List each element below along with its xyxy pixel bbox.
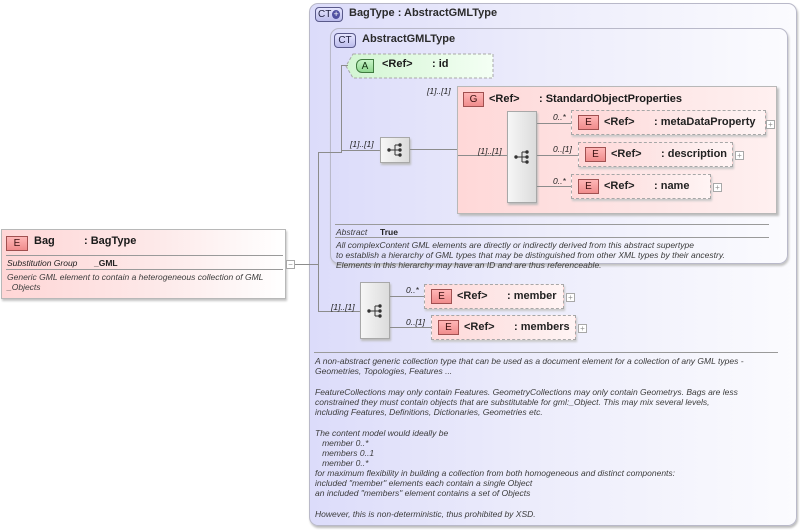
bagtype-doc-line: The content model would ideally be <box>315 428 449 438</box>
element-ref: <Ref> <box>604 116 635 128</box>
bagtype-doc-line: members 0..1 <box>315 448 375 458</box>
divider <box>335 237 769 238</box>
connector <box>537 123 571 124</box>
element-badge: E <box>6 236 28 251</box>
group-name: : StandardObjectProperties <box>539 93 683 105</box>
bagtype-doc-line: including Features, Definitions, Diction… <box>315 407 543 417</box>
sequence-icon <box>387 143 402 157</box>
attribute-shape <box>345 53 494 79</box>
expand-icon[interactable]: + <box>766 120 775 129</box>
connector <box>341 150 381 151</box>
collapse-icon[interactable]: − <box>286 260 295 269</box>
connector <box>458 155 508 156</box>
element-metadataproperty[interactable]: E <Ref> : metaDataProperty <box>571 110 766 135</box>
attribute-id[interactable]: A <Ref> : id <box>345 53 494 79</box>
bagtype-doc-line: for maximum flexibility in building a co… <box>315 468 676 478</box>
bag-doc-line: Generic GML element to contain a heterog… <box>7 272 264 282</box>
bag-sequence-compositor[interactable] <box>360 282 390 339</box>
divider <box>335 224 769 225</box>
name-multiplicity: 0..* <box>553 176 566 186</box>
bagtype-doc-line: Geometries, Topologies, Features ... <box>315 366 453 376</box>
extension-plus-icon: + <box>332 9 340 19</box>
substitution-group-value: _GML <box>94 258 118 268</box>
abstractgmltype-title: AbstractGMLType <box>362 33 456 45</box>
connector <box>390 296 424 297</box>
attribute-ref: <Ref> <box>382 58 413 70</box>
expand-icon[interactable]: + <box>713 183 722 192</box>
inner-sequence-multiplicity: [1]..[1] <box>478 146 502 156</box>
element-ref: <Ref> <box>611 148 642 160</box>
element-ref: <Ref> <box>604 180 635 192</box>
element-ref: <Ref> <box>457 290 488 302</box>
element-badge: E <box>578 115 599 130</box>
connector <box>390 327 431 328</box>
divider <box>6 255 283 256</box>
connector <box>295 264 318 265</box>
sequence-multiplicity: [1]..[1] <box>350 139 374 149</box>
abstractgmltype-doc-line: to establish a hierarchy of GML types th… <box>336 250 725 260</box>
connector <box>410 149 458 150</box>
group-multiplicity: [1]..[1] <box>427 86 451 96</box>
connector <box>318 311 360 312</box>
bagtype-title: BagType : AbstractGMLType <box>349 7 498 19</box>
divider <box>6 269 283 270</box>
substitution-group-label: Substitution Group <box>7 258 78 268</box>
bagtype-doc-line: constrained they must contain objects th… <box>315 397 710 407</box>
bagtype-doc-line: However, this is non-deterministic, thus… <box>315 509 536 519</box>
element-name: : metaDataProperty <box>654 116 756 128</box>
element-name: : member <box>507 290 557 302</box>
connector <box>537 155 578 156</box>
element-member[interactable]: E <Ref> : member <box>424 284 564 309</box>
sequence-compositor[interactable] <box>380 137 410 163</box>
element-name-box[interactable]: E <Ref> : name <box>571 174 711 199</box>
abstractgmltype-doc-line: Elements in this hierarchy may have an I… <box>336 260 602 270</box>
members-multiplicity: 0..[1] <box>406 317 425 327</box>
element-bag[interactable]: E Bag : BagType Substitution Group _GML … <box>1 229 286 299</box>
metadataproperty-multiplicity: 0..* <box>553 112 566 122</box>
description-multiplicity: 0..[1] <box>553 144 572 154</box>
abstract-value: True <box>380 227 398 237</box>
connector <box>341 65 342 152</box>
abstract-label: Abstract <box>336 227 368 237</box>
element-description[interactable]: E <Ref> : description <box>578 142 733 167</box>
inner-sequence-compositor[interactable] <box>507 111 537 203</box>
sequence-icon <box>367 303 382 318</box>
connector <box>318 152 319 312</box>
element-bag-type: : BagType <box>84 235 137 247</box>
element-name: : members <box>514 321 570 333</box>
abstractgmltype-doc-line: All complexContent GML elements are dire… <box>336 240 694 250</box>
member-multiplicity: 0..* <box>406 285 419 295</box>
element-badge: E <box>578 179 599 194</box>
expand-icon[interactable]: + <box>735 151 744 160</box>
group-badge: G <box>463 92 484 107</box>
bagtype-doc-line: FeatureCollections may only contain Feat… <box>315 387 738 397</box>
expand-icon[interactable]: + <box>566 293 575 302</box>
bagtype-doc-line: member 0..* <box>315 438 369 448</box>
attribute-badge: A <box>356 59 374 73</box>
expand-icon[interactable]: + <box>578 324 587 333</box>
divider <box>314 352 778 353</box>
connector <box>537 186 571 187</box>
element-name: : description <box>661 148 728 160</box>
element-badge: E <box>585 147 606 162</box>
sequence-icon <box>514 150 529 164</box>
element-bag-name: Bag <box>34 235 55 247</box>
connector <box>341 65 348 66</box>
bagtype-doc-line: A non-abstract generic collection type t… <box>315 356 744 366</box>
element-name: : name <box>654 180 690 192</box>
connector <box>318 152 342 153</box>
attribute-name: : id <box>432 58 449 70</box>
element-ref: <Ref> <box>464 321 495 333</box>
element-members[interactable]: E <Ref> : members <box>431 315 576 340</box>
bagtype-doc-line: member 0..* <box>315 458 369 468</box>
complex-type-badge: CT <box>334 33 356 48</box>
bag-doc-line: _Objects <box>7 282 41 292</box>
bag-sequence-multiplicity: [1]..[1] <box>331 302 355 312</box>
group-ref: <Ref> <box>489 93 520 105</box>
complex-type-extension-badge: CT+ <box>315 7 343 22</box>
bagtype-doc-line: included "member" elements each contain … <box>315 478 533 488</box>
element-badge: E <box>438 320 459 335</box>
element-badge: E <box>431 289 452 304</box>
bagtype-doc-line: an included "members" element contains a… <box>315 488 531 498</box>
